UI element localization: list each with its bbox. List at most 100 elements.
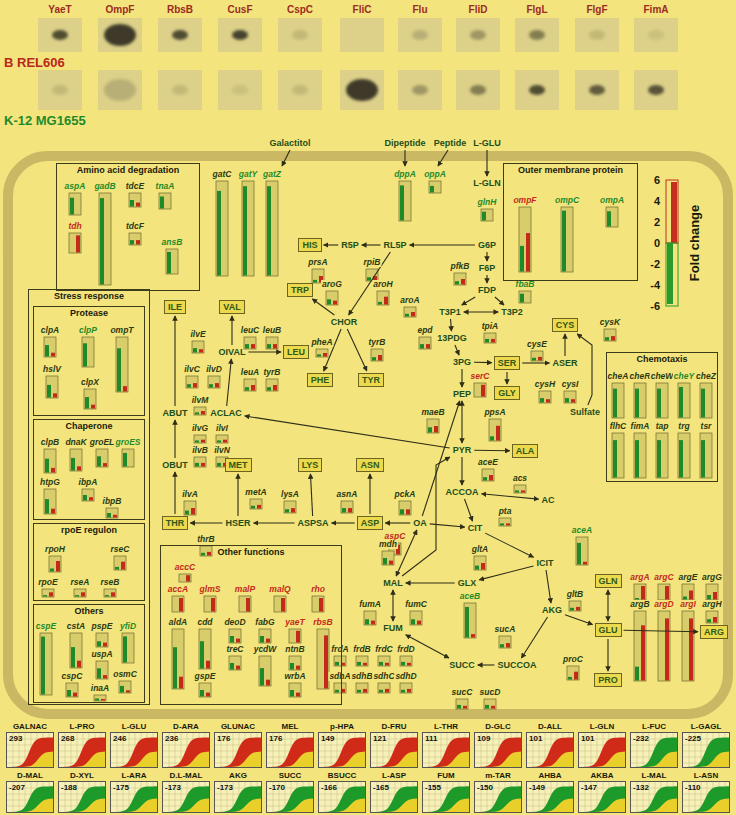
fold-change-bar — [244, 379, 256, 391]
bar-frame — [204, 596, 216, 612]
phenotype-panel: m-TAR-150 — [474, 771, 522, 813]
bar-b — [665, 586, 669, 600]
curve-area — [423, 799, 469, 812]
metabolite-name: OBUT — [162, 460, 188, 470]
fold-change-bar — [242, 181, 254, 276]
scale-number: 4 — [654, 195, 660, 207]
bar-k12 — [428, 427, 432, 432]
bar-b — [385, 663, 389, 666]
phenotype-panel: L-MAL-132 — [630, 771, 678, 813]
group-title: rpoE regulon — [34, 524, 144, 536]
fold-number: 101 — [529, 734, 542, 743]
amino-acid-box: SER — [494, 356, 521, 370]
protein-name: FliD — [469, 4, 488, 15]
bar-frame — [289, 683, 301, 697]
bar-k12 — [97, 641, 101, 646]
bar-frame — [94, 695, 106, 701]
substrate-name: SUCC — [266, 771, 314, 781]
bar-k12 — [455, 281, 459, 284]
pathway-arrow — [430, 524, 465, 527]
pathway-arrow — [324, 244, 339, 245]
amino-acid-box: ARG — [700, 625, 728, 639]
bar-k12 — [217, 440, 221, 442]
curve-area — [475, 799, 521, 812]
substrate-name: L-ASN — [682, 771, 730, 781]
bar-frame — [399, 501, 411, 515]
bar-frame — [682, 611, 694, 681]
bar-b — [103, 463, 107, 466]
panel-frame: 111 — [422, 732, 470, 768]
fold-change-bar — [404, 307, 416, 317]
pathway-arrow — [486, 150, 487, 176]
metabolite: Peptide — [433, 138, 468, 148]
panel-frame: -170 — [266, 781, 314, 813]
group-box: Protease — [33, 306, 145, 416]
bar-k12 — [130, 240, 134, 244]
metabolite: Galactitol — [268, 138, 311, 148]
bar-b — [103, 643, 107, 647]
bar-frame — [700, 383, 712, 418]
gene-name: serC — [470, 372, 491, 381]
gene-name: tpiA — [481, 322, 500, 331]
bar-k12 — [267, 387, 271, 390]
fold-change-bar — [499, 518, 511, 526]
bar-frame — [576, 537, 588, 565]
bar-frame — [634, 383, 646, 418]
bar-k12 — [217, 463, 221, 467]
fold-change-bar — [482, 469, 494, 481]
gene-name: gspE — [194, 672, 217, 681]
metabolite-name: RL5P — [383, 240, 406, 250]
bar-b — [583, 562, 587, 565]
fold-change-bar — [129, 233, 141, 245]
amino-acid-box: LEU — [283, 345, 309, 359]
bar-frame — [49, 556, 61, 572]
bar-b — [713, 617, 717, 623]
bar-frame — [129, 233, 141, 245]
amino-acid-box: PRO — [594, 673, 622, 687]
fold-change-bar — [706, 584, 718, 600]
bar-frame — [382, 551, 394, 565]
panel-grid — [215, 733, 261, 767]
bar-k12 — [317, 354, 321, 356]
bar-k12 — [107, 513, 111, 518]
panel-grid — [475, 733, 521, 767]
bar-k12 — [635, 667, 639, 681]
bar-frame — [122, 449, 134, 467]
panel-frame: -207 — [6, 781, 54, 813]
group-box: Others — [33, 604, 145, 703]
phenotype-panel: MEL176 — [266, 722, 314, 768]
gene-name: lysA — [280, 490, 300, 499]
bar-k12 — [379, 690, 383, 693]
phenotype-panel: D.L-MAL-173 — [162, 771, 210, 813]
bar-b — [81, 592, 85, 596]
bar-k12 — [267, 186, 271, 275]
gene-name: cysI — [561, 380, 580, 389]
panel-grid — [423, 733, 469, 767]
bar-b — [489, 475, 493, 481]
gene-name: tyrB — [262, 368, 281, 377]
panel-grid — [579, 782, 625, 812]
gene-name: tyrB — [367, 338, 386, 347]
fold-change-bar — [576, 537, 588, 565]
fold-change-bar — [682, 584, 694, 600]
pathway-arrow — [392, 590, 393, 621]
bar-frame — [259, 656, 271, 686]
gel-frame — [340, 70, 384, 110]
bar-b — [113, 515, 117, 518]
gel-frame — [218, 18, 262, 52]
gene-name: uspA — [90, 650, 113, 659]
substrate-name: L-THR — [422, 722, 470, 732]
pathway-arrow — [478, 664, 495, 665]
fold-change-bar — [266, 337, 278, 349]
gene-name: argH — [701, 600, 722, 609]
bar-frame — [69, 233, 81, 253]
phenotype-panel: D-ARA236 — [162, 722, 210, 768]
bar-b — [689, 618, 693, 680]
bar-frame — [74, 589, 86, 597]
fold-change-bar — [382, 551, 394, 565]
metabolite-name: ACCOA — [446, 487, 479, 497]
bar-k12 — [613, 389, 617, 418]
panel-grid — [319, 733, 365, 767]
bar-k12 — [465, 607, 469, 638]
bar-frame — [567, 666, 579, 680]
